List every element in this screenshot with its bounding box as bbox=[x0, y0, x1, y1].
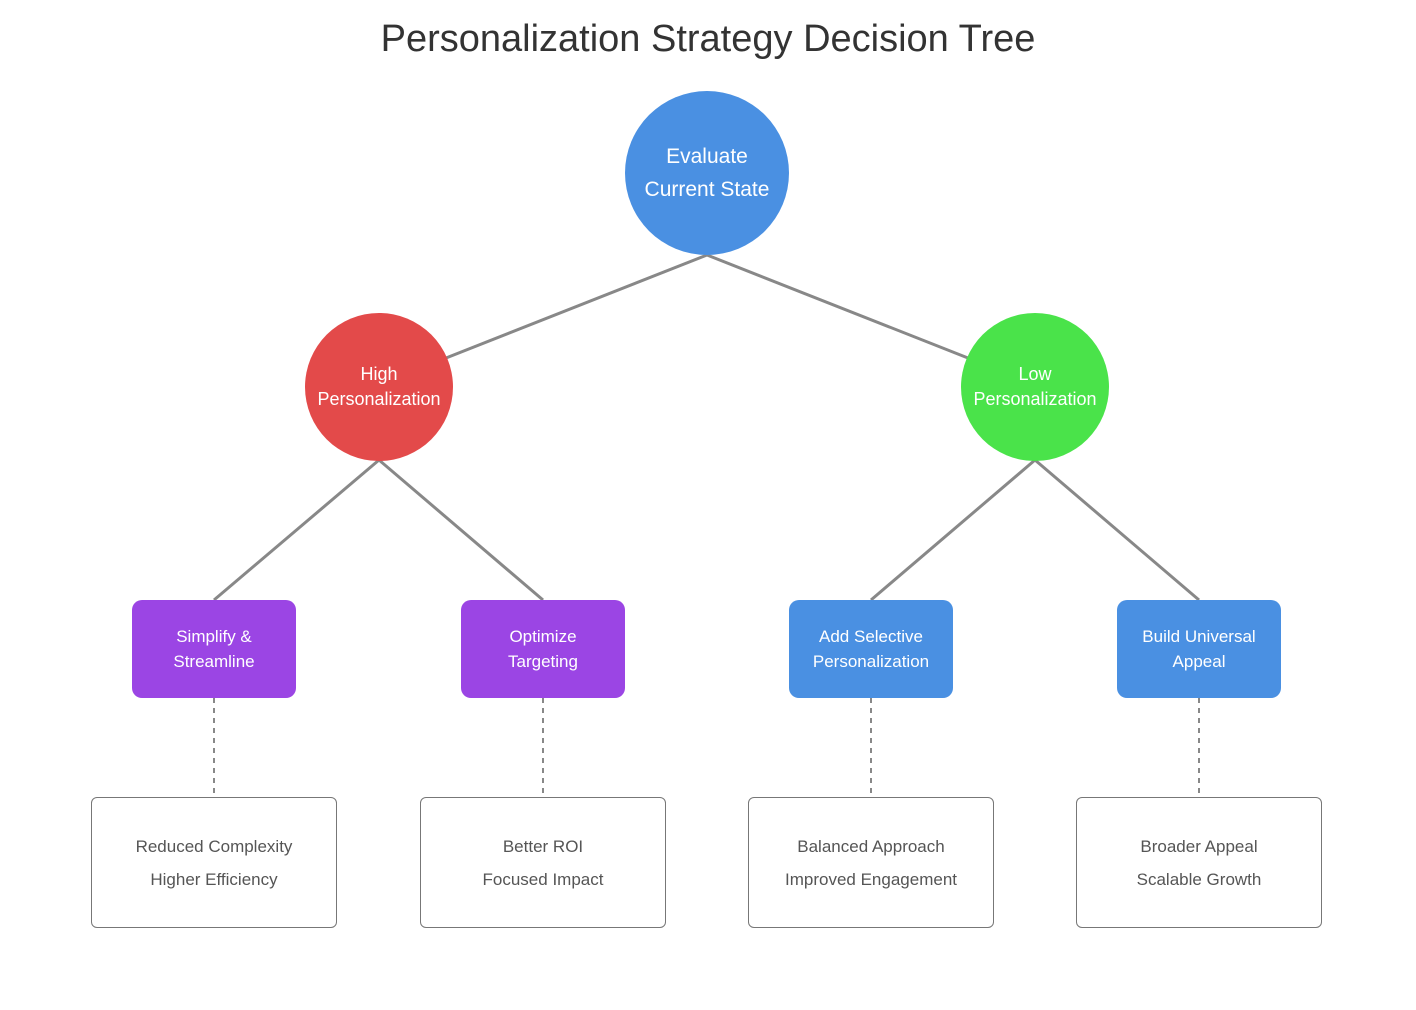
outcome-line1: Balanced Approach bbox=[797, 836, 945, 856]
high-label-line1: High bbox=[360, 364, 398, 384]
link-root-low bbox=[706, 253, 969, 360]
low-personalization-node: Low Personalization bbox=[961, 313, 1109, 461]
action-label-line2: Targeting bbox=[508, 652, 578, 671]
action-label-line1: Optimize bbox=[509, 627, 577, 646]
outcome-line2: Improved Engagement bbox=[785, 869, 957, 889]
action-simplify-streamline: Simplify & Streamline bbox=[132, 600, 296, 698]
root-label-line2: Current State bbox=[644, 178, 770, 201]
diagram-title: Personalization Strategy Decision Tree bbox=[380, 18, 1036, 60]
link-high-optimize bbox=[378, 458, 544, 602]
action-optimize-targeting: Optimize Targeting bbox=[461, 600, 625, 698]
high-label-line2: Personalization bbox=[317, 389, 441, 409]
action-label-line1: Build Universal bbox=[1142, 627, 1256, 646]
outcome-box-simplify: Reduced Complexity Higher Efficiency bbox=[91, 797, 337, 928]
action-label-line2: Appeal bbox=[1172, 652, 1226, 671]
outcome-box-optimize: Better ROI Focused Impact bbox=[420, 797, 666, 928]
outcome-line1: Reduced Complexity bbox=[135, 836, 293, 856]
outcome-box-selective: Balanced Approach Improved Engagement bbox=[748, 797, 994, 928]
link-high-simplify bbox=[213, 458, 380, 602]
low-label-line1: Low bbox=[1018, 364, 1052, 384]
root-label-line1: Evaluate bbox=[666, 145, 748, 168]
link-root-high bbox=[445, 253, 708, 360]
high-personalization-node: High Personalization bbox=[305, 313, 453, 461]
action-label-line1: Simplify & bbox=[176, 627, 252, 646]
low-label-line2: Personalization bbox=[973, 389, 1097, 409]
action-label-line2: Personalization bbox=[812, 652, 930, 671]
action-label-line1: Add Selective bbox=[819, 627, 923, 646]
outcome-line2: Focused Impact bbox=[482, 869, 604, 889]
outcome-line2: Higher Efficiency bbox=[150, 869, 278, 889]
action-add-selective-personalization: Add Selective Personalization bbox=[789, 600, 953, 698]
root-node: Evaluate Current State bbox=[625, 91, 789, 255]
action-label-line2: Streamline bbox=[173, 652, 255, 671]
link-low-selective bbox=[870, 458, 1036, 602]
outcome-line1: Broader Appeal bbox=[1140, 836, 1258, 856]
outcome-box-universal: Broader Appeal Scalable Growth bbox=[1076, 797, 1322, 928]
outcome-line2: Scalable Growth bbox=[1136, 869, 1262, 889]
link-low-universal bbox=[1034, 458, 1200, 602]
outcome-line1: Better ROI bbox=[502, 836, 584, 856]
action-build-universal-appeal: Build Universal Appeal bbox=[1117, 600, 1281, 698]
